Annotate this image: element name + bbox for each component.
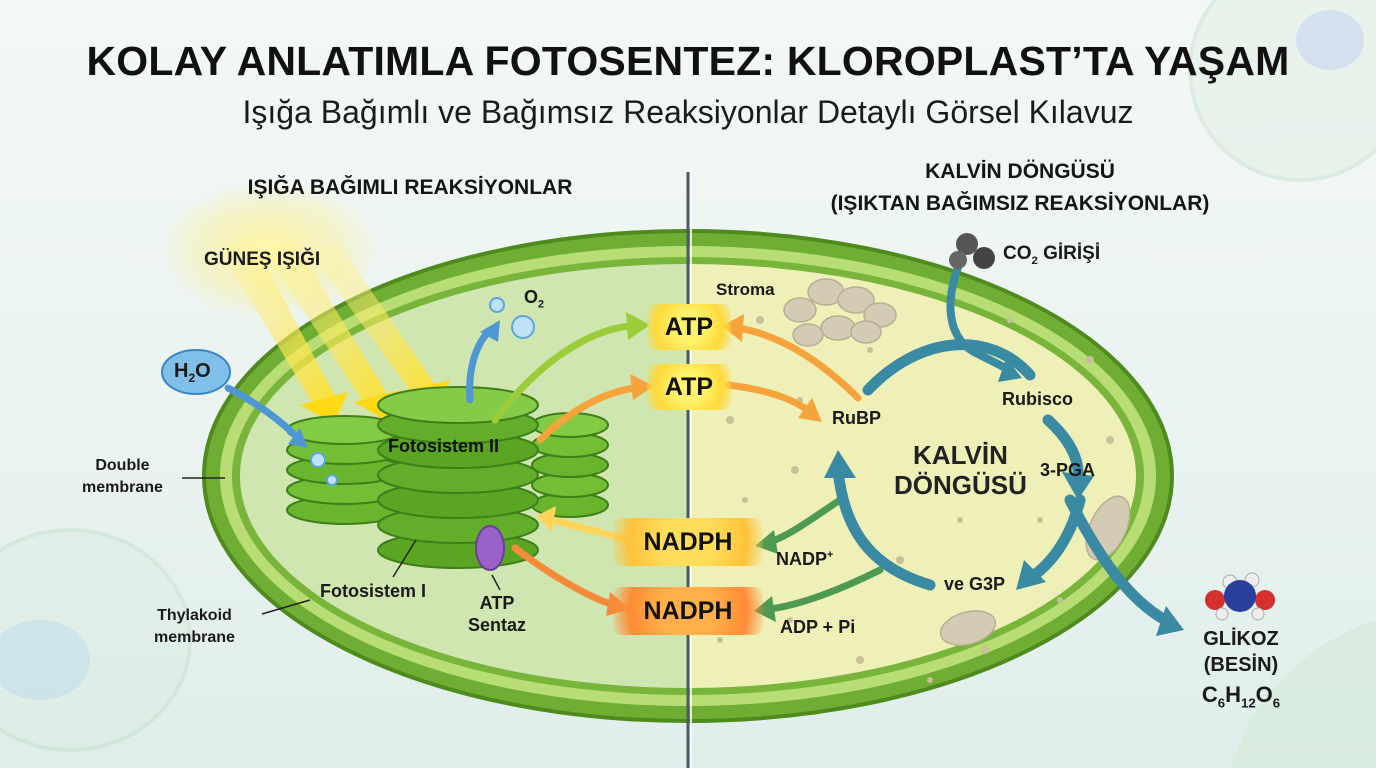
atp-synthase-icon	[475, 525, 505, 571]
atp-synthase-label: ATP Sentaz	[468, 593, 527, 635]
page-subtitle: Işığa Bağımlı ve Bağımsız Reaksiyonlar D…	[242, 94, 1134, 130]
glucose-label-line1: GLİKOZ	[1203, 628, 1279, 650]
right-section-header-line2: (IŞIKTAN BAĞIMSIZ REAKSİYONLAR)	[830, 192, 1210, 215]
glucose-formula: C6H12O6	[1201, 682, 1281, 711]
thylakoid-grana	[286, 386, 609, 569]
photosystem-i-label: Fotosistem I	[320, 581, 427, 601]
co2-entry-label: CO2 GİRİŞİ	[1003, 243, 1101, 267]
water-label: H2O	[174, 360, 211, 385]
flow-arrows	[224, 258, 1184, 636]
nadph-chip-top: NADPH	[613, 518, 763, 566]
glucose-label-line2: (BESİN)	[1203, 654, 1279, 676]
oxygen-label: O2	[524, 287, 545, 311]
stroma-label: Stroma	[716, 280, 775, 299]
thylakoid-membrane-label: Thylakoid membrane	[154, 607, 235, 646]
sunlight-label: GÜNEŞ IŞIĞI	[204, 249, 321, 270]
water-bubbles	[310, 297, 535, 486]
pga-label: 3-PGA	[1040, 460, 1096, 480]
water-badge	[161, 349, 231, 395]
starch-grains	[783, 278, 1131, 646]
calvin-cycle-center-label: KALVİN DÖNGÜSÜ	[894, 440, 1027, 500]
leader-lines	[182, 477, 501, 615]
glucose-molecule-icon	[1205, 572, 1275, 621]
double-membrane-label: Double membrane	[82, 457, 163, 496]
rubp-label: RuBP	[832, 408, 881, 428]
co2-molecule-icon	[949, 233, 995, 269]
sunlight-beams	[160, 180, 450, 424]
atp-chip-middle: ATP	[647, 364, 731, 410]
nadph-chip-bottom: NADPH	[613, 587, 763, 635]
rubisco-label: Rubisco	[1002, 389, 1074, 409]
photosystem-ii-label: Fotosistem II	[388, 436, 500, 456]
adp-pi-label: ADP + Pi	[780, 617, 856, 637]
right-section-header-line1: KALVİN DÖNGÜSÜ	[925, 160, 1115, 183]
left-section-header: IŞIĞA BAĞIMLI REAKSİYONLAR	[247, 176, 573, 199]
g3p-label: ve G3P	[944, 574, 1006, 594]
atp-chip-top: ATP	[647, 304, 731, 350]
page-title: KOLAY ANLATIMLA FOTOSENTEZ: KLOROPLAST’T…	[86, 38, 1290, 84]
nadp-label: NADP+	[776, 549, 834, 569]
